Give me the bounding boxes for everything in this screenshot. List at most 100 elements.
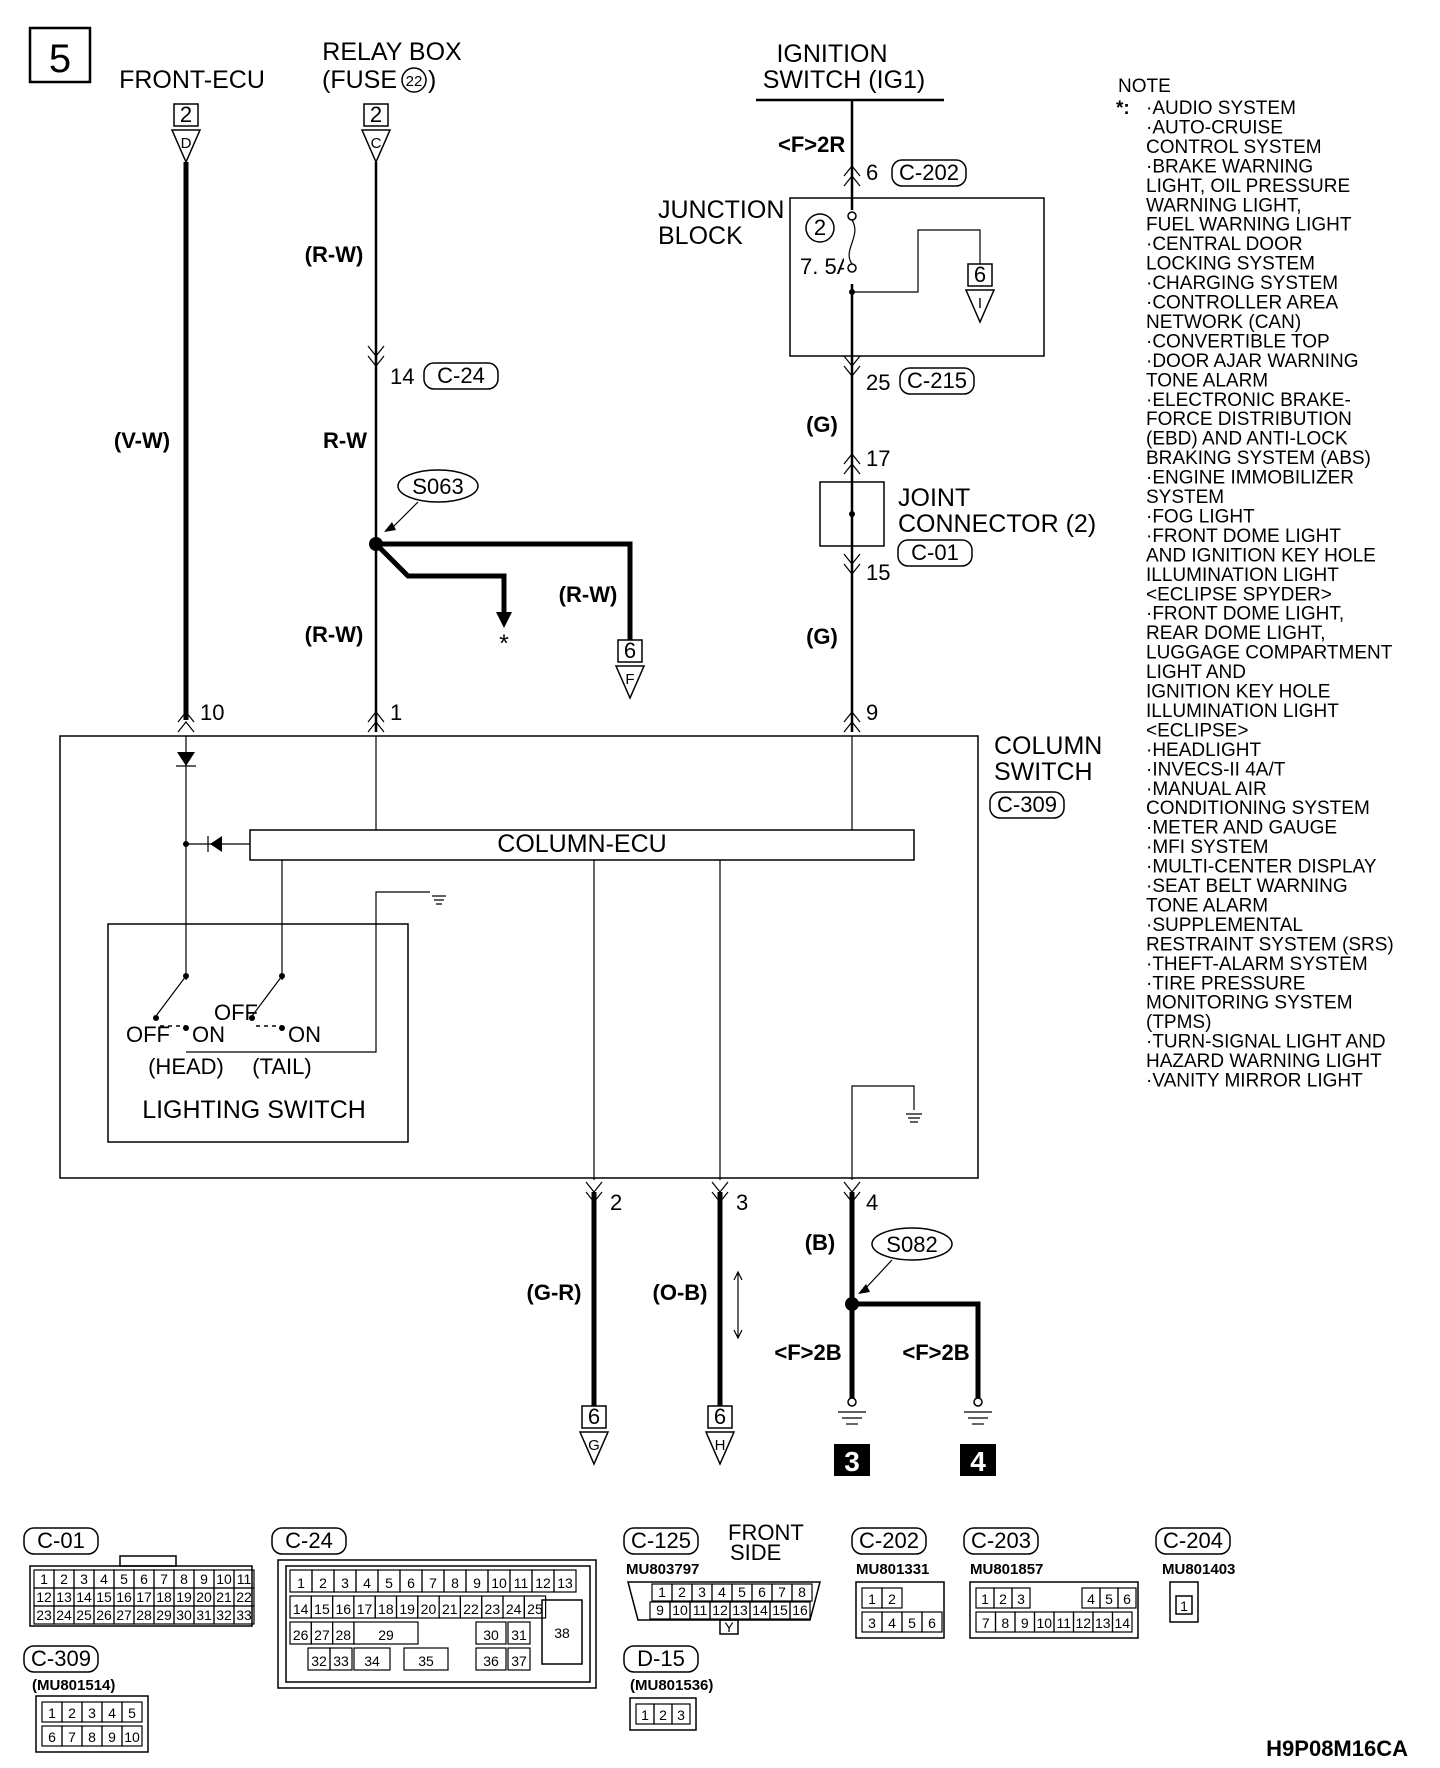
pin-number: 9 (656, 1602, 664, 1618)
pin-number: 3 (677, 1707, 685, 1723)
fuse-icon (848, 219, 856, 265)
note-line: ·FOG LIGHT (1146, 506, 1255, 527)
pin-number: 9 (108, 1729, 116, 1745)
pin-number: 20 (421, 1601, 437, 1617)
svg-text:2: 2 (180, 102, 192, 127)
pin-number: 4 (718, 1584, 726, 1600)
pin-number: 3 (1017, 1591, 1025, 1607)
note-line: ILLUMINATION LIGHT (1146, 565, 1339, 586)
page-number-box: 5 (28, 26, 92, 84)
connector-c202-label: C-202 (899, 160, 959, 185)
splice-pointer (389, 501, 419, 531)
pin-number: 30 (176, 1607, 192, 1623)
note-line: ·AUTO-CRUISE (1146, 117, 1283, 138)
note-line: ·CENTRAL DOOR (1146, 234, 1303, 255)
pin-number: 31 (511, 1627, 527, 1643)
pin-number: 20 (196, 1589, 212, 1605)
pin-number: 12 (1075, 1615, 1091, 1631)
pin-number: 15 (772, 1602, 788, 1618)
pin-cell (553, 1569, 577, 1593)
pin-number: 3 (698, 1584, 706, 1600)
pin-number: 35 (418, 1653, 434, 1669)
pin-number: 25 (527, 1601, 543, 1617)
fuse-number: 22 (406, 73, 423, 90)
splice-badge-s082 (871, 1227, 953, 1261)
splice-label-s082: S082 (886, 1232, 937, 1257)
column-switch (59, 735, 979, 1179)
wire-label-v-w: (V-W) (114, 428, 170, 453)
note-line: ·MANUAL AIR (1146, 779, 1267, 800)
pin-cell (789, 1601, 811, 1620)
pin-cell (121, 1725, 143, 1747)
pin-17: 17 (866, 446, 890, 471)
pin-cell (233, 1605, 255, 1625)
diode-icon (177, 752, 195, 766)
pin-number: 10 (491, 1575, 507, 1591)
pin-number: 3 (341, 1575, 349, 1591)
pin-number: 2 (319, 1575, 327, 1591)
note-line: TONE ALARM (1146, 370, 1268, 391)
note-line: CONDITIONING SYSTEM (1146, 798, 1370, 819)
pin-number: 4 (100, 1571, 108, 1587)
svg-text:C-309: C-309 (31, 1646, 91, 1671)
pin-9: 9 (866, 700, 878, 725)
ground-icon (432, 895, 446, 905)
pin-number: 3 (88, 1705, 96, 1721)
note-line: ·SUPPLEMENTAL (1146, 915, 1303, 936)
ground-number-4: 4 (970, 1446, 986, 1477)
head-on-label: ON (192, 1022, 225, 1047)
svg-text:C-203: C-203 (971, 1528, 1031, 1553)
pin-2: 2 (610, 1190, 622, 1215)
pin-number: 9 (200, 1571, 208, 1587)
svg-text:1: 1 (1180, 1598, 1188, 1614)
pin-3: 3 (736, 1190, 748, 1215)
pin-number: 14 (76, 1589, 92, 1605)
note-line: (TPMS) (1146, 1012, 1211, 1033)
connector-c309-label: C-309 (997, 792, 1057, 817)
note-line: ·CONVERTIBLE TOP (1146, 331, 1330, 352)
c24-pin-38: 38 (554, 1625, 570, 1641)
pin-number: 19 (176, 1589, 192, 1605)
wire-branch-asterisk (374, 542, 507, 612)
harness-f2b-left: <F>2B (774, 1340, 841, 1365)
pin-number: 12 (535, 1575, 551, 1591)
tail-switch-lever (251, 975, 283, 1017)
connector-c215-label: C-215 (907, 368, 967, 393)
fuse-number-circle (805, 213, 835, 243)
page-number: 5 (49, 37, 71, 81)
pin-number: 6 (1123, 1591, 1131, 1607)
wire-label-g-upper: (G) (806, 412, 838, 437)
pin-number: 1 (981, 1591, 989, 1607)
pin-number: 17 (136, 1589, 152, 1605)
pin-number: 1 (868, 1591, 876, 1607)
pin-4: 4 (866, 1190, 878, 1215)
svg-text:D-15: D-15 (637, 1646, 685, 1671)
column-switch-label: COLUMN (994, 732, 1102, 760)
pin-cell (671, 1703, 691, 1725)
pin-number: 29 (156, 1607, 172, 1623)
svg-text:(MU801536): (MU801536) (630, 1677, 713, 1694)
pin-number: 37 (511, 1653, 527, 1669)
connector-c24-badge (423, 362, 499, 390)
svg-text:I: I (978, 295, 982, 312)
wire-label-g-r: (G-R) (527, 1280, 582, 1305)
pin-14: 14 (390, 364, 414, 389)
note-line: FUEL WARNING LIGHT (1146, 215, 1352, 236)
pin-number: 4 (888, 1615, 896, 1631)
ignition-switch-label: SWITCH (IG1) (763, 66, 926, 94)
pin-cell (791, 1583, 813, 1602)
note-line: ·HEADLIGHT (1146, 740, 1261, 761)
ground-icon-2 (906, 1113, 922, 1123)
pin-number: 16 (792, 1602, 808, 1618)
pin-number: 10 (672, 1602, 688, 1618)
ground-icon-4 (964, 1397, 992, 1425)
pin-number: 1 (641, 1707, 649, 1723)
pin-number: 16 (116, 1589, 132, 1605)
junction-block (789, 197, 1045, 357)
jb-internal-wire (852, 229, 981, 293)
pin-number: 12 (36, 1589, 52, 1605)
svg-text:C-202: C-202 (859, 1528, 919, 1553)
svg-text:(FUSE: (FUSE (322, 66, 397, 94)
relay-box-fuse-label: (FUSE 22 ) (322, 66, 436, 94)
pin-number: 28 (136, 1607, 152, 1623)
